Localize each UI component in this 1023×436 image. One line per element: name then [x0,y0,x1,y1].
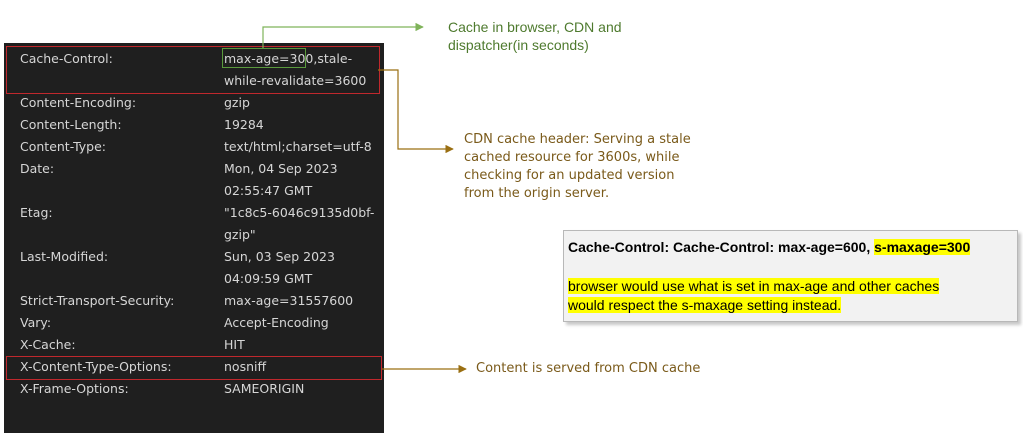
max-age-connector [262,22,424,48]
header-row-vary: Vary: Accept-Encoding [4,311,384,333]
header-value: HIT [224,337,245,352]
header-name: Last-Modified: [20,249,109,264]
header-name: Content-Encoding: [20,95,137,110]
header-row-strict-transport-security: Strict-Transport-Security: max-age=31557… [4,289,384,311]
max-age-annotation: Cache in browser, CDN and dispatcher(in … [448,18,622,54]
header-value: "1c8c5-6046c9135d0bf- [224,205,375,220]
header-row-last-modified: Last-Modified: Sun, 03 Sep 2023 [4,245,384,267]
header-value: text/html;charset=utf-8 [224,139,372,154]
callout-title-highlight: s-maxage=300 [874,239,971,255]
header-value: gzip [224,95,250,110]
callout-body: browser would use what is set in max-age… [568,277,940,315]
header-name: Content-Length: [20,117,122,132]
header-value: 02:55:47 GMT [224,183,313,198]
stale-while-revalidate-annotation: CDN cache header: Serving a stale cached… [464,131,691,203]
max-age-highlight-box [222,48,306,68]
annotation-line: checking for an updated version [464,168,675,183]
annotation-line: dispatcher(in seconds) [448,37,589,53]
x-cache-annotation: Content is served from CDN cache [476,360,700,378]
header-name: Content-Type: [20,139,106,154]
header-row-etag: Etag: "1c8c5-6046c9135d0bf- [4,201,384,223]
header-value: Accept-Encoding [224,315,329,330]
header-name: X-Cache: [20,337,76,352]
header-name: Strict-Transport-Security: [20,293,175,308]
header-row-cache-control-cont: while-revalidate=3600 [4,69,384,91]
header-row-x-content-type-options: X-Content-Type-Options: nosniff [4,355,384,377]
header-value: max-age=31557600 [224,293,354,308]
header-value: Sun, 03 Sep 2023 [224,249,335,264]
callout-title: Cache-Control: Cache-Control: max-age=60… [568,239,971,255]
header-name: Vary: [20,315,52,330]
header-value: 04:09:59 GMT [224,271,313,286]
header-name: X-Frame-Options: [20,381,129,396]
callout-title-text: Cache-Control: Cache-Control: max-age=60… [568,239,875,255]
header-name: Cache-Control: [20,51,113,66]
header-value: max-age=300,stale- [224,51,353,66]
header-row-x-frame-options: X-Frame-Options: SAMEORIGIN [4,377,384,399]
header-name: Date: [20,161,55,176]
header-value: SAMEORIGIN [224,381,305,396]
header-row-date-cont: 02:55:47 GMT [4,179,384,201]
annotation-line: CDN cache header: Serving a stale [464,132,691,147]
header-row-etag-cont: gzip" [4,223,384,245]
callout-body-line: would respect the s-maxage setting inste… [568,297,842,313]
header-value: 19284 [224,117,264,132]
stale-connector [378,69,454,154]
header-value: gzip" [224,227,256,242]
annotation-line: Content is served from CDN cache [476,361,701,376]
annotation-line: Cache in browser, CDN and [448,19,622,35]
header-row-x-cache: X-Cache: HIT [4,333,384,355]
x-cache-highlight-box [6,356,382,380]
header-row-date: Date: Mon, 04 Sep 2023 [4,157,384,179]
annotation-line: from the origin server. [464,186,610,201]
header-name: Etag: [20,205,53,220]
header-row-content-type: Content-Type: text/html;charset=utf-8 [4,135,384,157]
callout-body-line: browser would use what is set in max-age… [568,278,940,294]
annotation-line: cached resource for 3600s, while [464,150,680,165]
s-maxage-callout: Cache-Control: Cache-Control: max-age=60… [563,230,1018,322]
response-headers-panel: Cache-Control: max-age=300,stale- while-… [4,43,384,433]
header-row-cache-control: Cache-Control: max-age=300,stale- [4,47,384,69]
header-row-last-modified-cont: 04:09:59 GMT [4,267,384,289]
header-name: X-Content-Type-Options: [20,359,172,374]
header-value: Mon, 04 Sep 2023 [224,161,338,176]
header-value: nosniff [224,359,267,374]
header-row-content-encoding: Content-Encoding: gzip [4,91,384,113]
header-value: while-revalidate=3600 [224,73,367,88]
header-row-content-length: Content-Length: 19284 [4,113,384,135]
